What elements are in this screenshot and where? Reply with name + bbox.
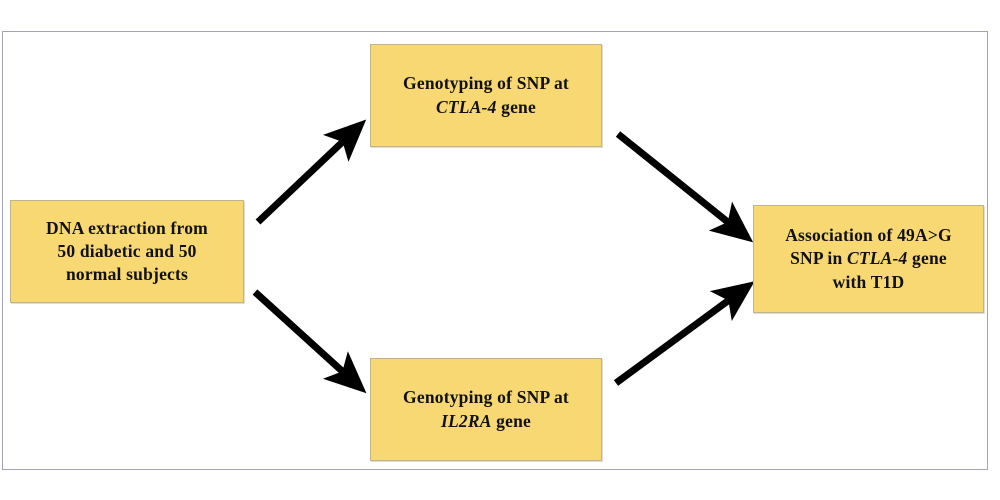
gene-label-ctla4: CTLA-4: [436, 96, 497, 117]
node-association-t1d-line2-prefix: SNP in: [790, 248, 847, 269]
gene-label-il2ra: IL2RA: [440, 410, 492, 431]
node-association-t1d-line1: Association of 49A>G: [785, 225, 952, 246]
node-dna-extraction-line3: normal subjects: [65, 264, 189, 285]
gene-label-association-ctla4: CTLA-4: [846, 248, 908, 269]
node-association-t1d-text: Association of 49A>G SNP in CTLA-4 gene …: [754, 224, 983, 293]
node-dna-extraction-line1: DNA extraction from: [46, 217, 208, 238]
node-dna-extraction[interactable]: DNA extraction from 50 diabetic and 50 n…: [10, 200, 244, 303]
node-dna-extraction-line2: 50 diabetic and 50: [57, 240, 197, 261]
node-genotyping-il2ra[interactable]: Genotyping of SNP at IL2RA gene: [370, 358, 602, 461]
node-association-t1d[interactable]: Association of 49A>G SNP in CTLA-4 gene …: [753, 205, 984, 313]
node-genotyping-ctla4-suffix: gene: [496, 96, 536, 117]
node-genotyping-ctla4-text: Genotyping of SNP at CTLA-4 gene: [371, 72, 601, 118]
node-genotyping-il2ra-suffix: gene: [491, 410, 531, 431]
node-genotyping-il2ra-text: Genotyping of SNP at IL2RA gene: [371, 386, 601, 432]
node-association-t1d-line3: with T1D: [832, 271, 905, 292]
node-dna-extraction-text: DNA extraction from 50 diabetic and 50 n…: [11, 217, 243, 286]
node-genotyping-il2ra-line1: Genotyping of SNP at: [403, 387, 569, 408]
node-association-t1d-line2-suffix: gene: [907, 248, 947, 269]
node-genotyping-ctla4[interactable]: Genotyping of SNP at CTLA-4 gene: [370, 44, 602, 147]
node-genotyping-ctla4-line1: Genotyping of SNP at: [403, 73, 569, 94]
